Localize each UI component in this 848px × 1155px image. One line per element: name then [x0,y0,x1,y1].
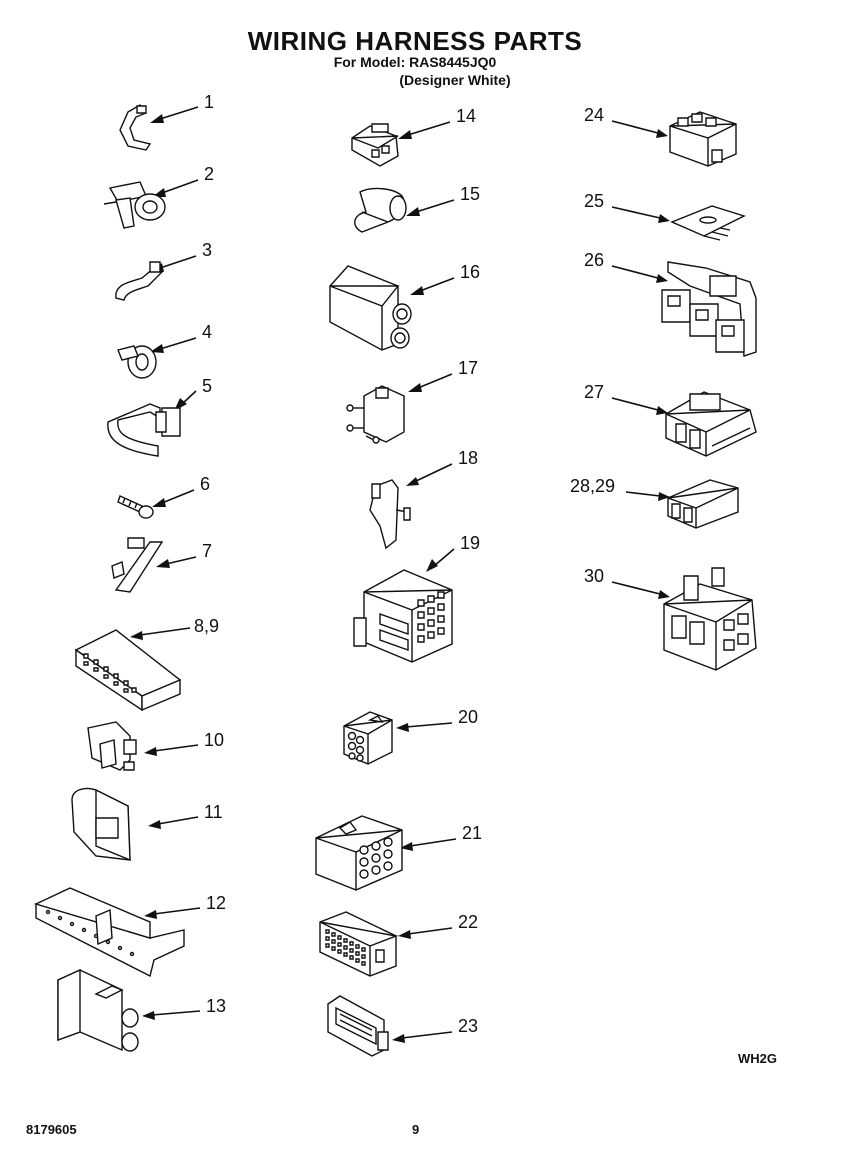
callout-11: 11 [204,802,223,822]
callout-12: 12 [206,893,227,913]
part-28-29-small-latch [668,480,738,528]
callout-6: 6 [200,474,211,494]
part-30-socket-block [664,568,756,670]
part-11-plug-housing [72,788,130,860]
callout-16: 16 [460,262,481,282]
callout-10: 10 [204,730,225,750]
callout-7: 7 [202,541,213,561]
part-6-screw [118,496,153,518]
part-27-switch-housing [666,392,756,456]
callout-14: 14 [456,106,477,126]
callout-22: 22 [458,912,479,932]
part-7-retainer [112,538,162,592]
callout-27: 27 [584,382,605,402]
part-14-small-connector [352,124,398,166]
part-3-hook-clip [116,262,162,300]
callout-4: 4 [202,322,213,342]
part-19-multi-pin-connector [354,570,452,662]
callout-5: 5 [202,376,213,396]
part-23-edge-connector [328,996,388,1056]
part-25-plate-connector [672,206,744,240]
part-1-clip [120,105,150,150]
part-26-relay-socket [662,262,756,356]
leader-arrows [130,107,670,1043]
callout-20: 20 [458,707,479,727]
section-code: WH2G [738,1051,777,1066]
part-10-connector-clip [88,722,136,770]
part-16-two-pin-housing [330,266,411,350]
page-title: WIRING HARNESS PARTS [247,26,583,56]
part-8-9-terminal-block [76,630,180,710]
callout-3: 3 [202,240,213,260]
model-line: For Model: RAS8445JQ0 [333,54,497,70]
part-5-strap-clamp [108,404,180,456]
page-number: 9 [412,1122,420,1137]
part-18-latch [370,480,410,548]
callout-18: 18 [458,448,479,468]
callout-17: 17 [458,358,479,378]
color-line: (Designer White) [399,72,511,88]
part-4-ring [118,346,156,378]
callout-2: 2 [204,164,215,184]
callout-19: 19 [460,533,481,553]
part-15-sleeve [355,189,406,232]
callout-23: 23 [458,1016,479,1036]
part-13-housing [58,970,138,1051]
part-12-terminal-strip [36,888,184,976]
callout-30: 30 [584,566,605,586]
callout-1: 1 [204,92,215,112]
callout-13: 13 [206,996,227,1016]
part-22-dense-connector [320,912,396,976]
callout-28-29: 28,29 [570,476,616,496]
part-2-clamp [104,182,165,228]
callout-25: 25 [584,191,605,211]
part-24-block-connector [670,112,736,166]
part-20-six-pin-connector [344,712,392,764]
part-21-nine-pin-connector [316,816,402,890]
part-17-pin-connector [347,386,404,443]
doc-number: 8179605 [26,1122,77,1137]
callout-26: 26 [584,250,605,270]
callout-24: 24 [584,105,605,125]
callout-8-9: 8,9 [194,616,220,636]
callout-21: 21 [462,823,483,843]
callout-15: 15 [460,184,481,204]
